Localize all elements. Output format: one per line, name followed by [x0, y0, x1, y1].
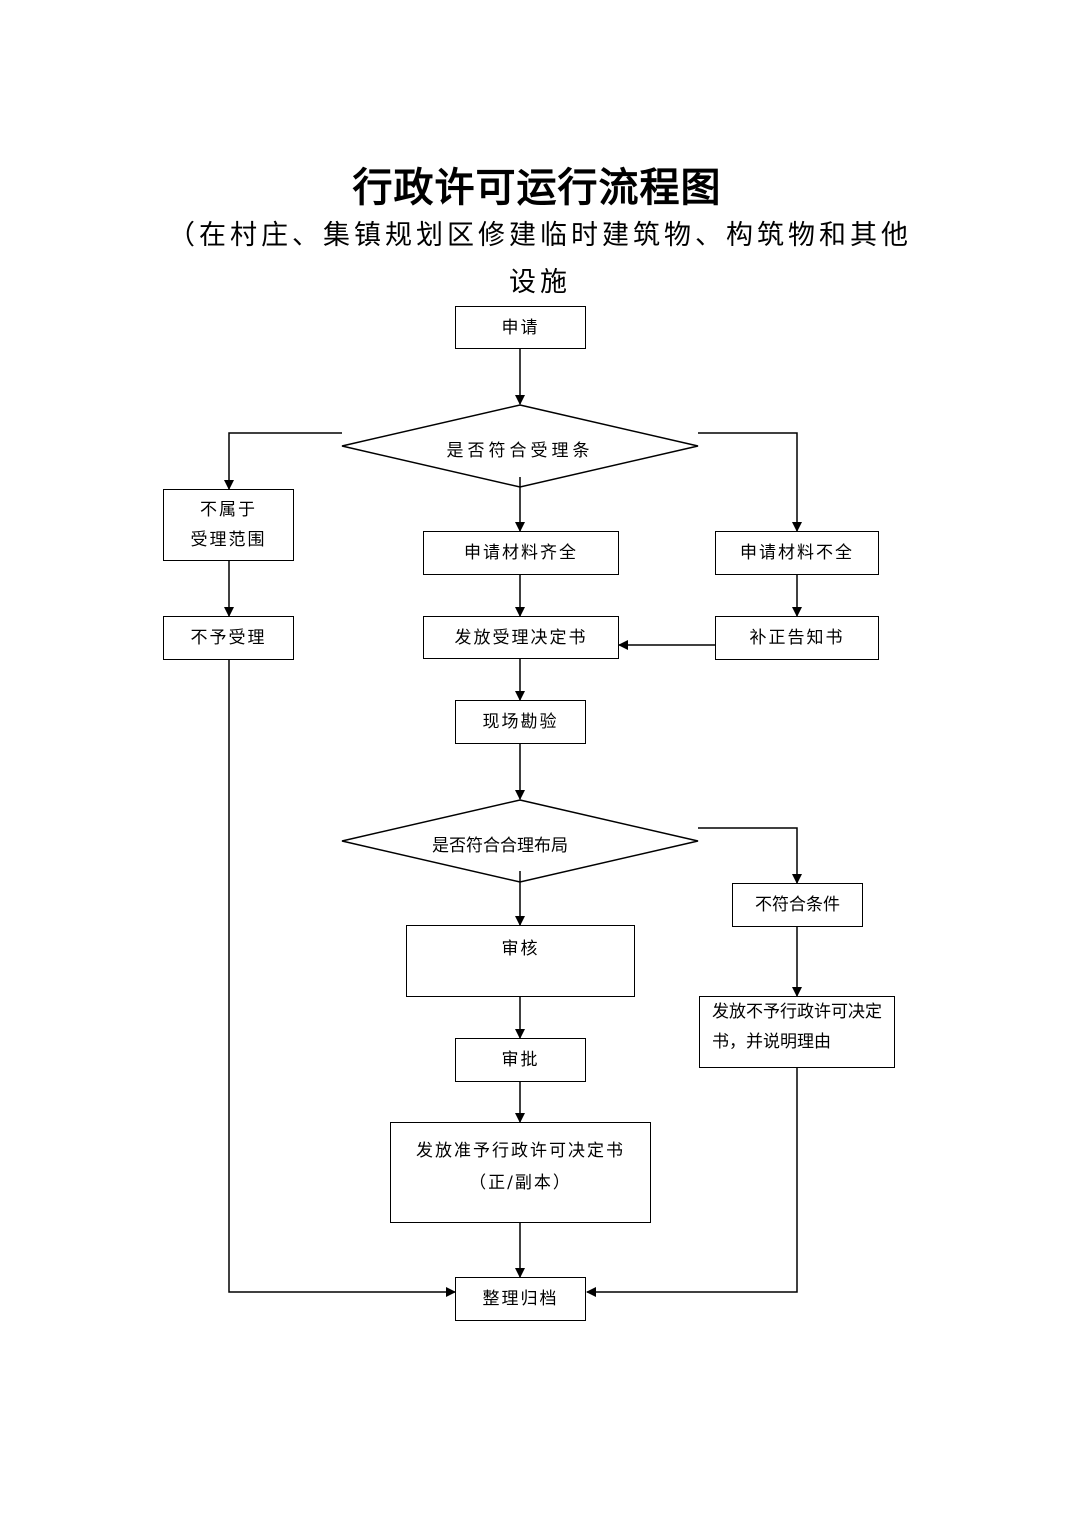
node-materials-complete: 申请材料齐全 [423, 531, 619, 575]
subtitle-line-1: （在村庄、集镇规划区修建临时建筑物、构筑物和其他设施 [168, 220, 912, 298]
node-review: 审核 [406, 925, 635, 997]
decision-accept-label: 是否符合受理条 [446, 441, 594, 461]
node-issue-permit: 发放准予行政许可决定书 （正/副本） [390, 1122, 651, 1223]
out-of-scope-line-1: 不属于 [200, 500, 257, 520]
issue-denial-line-1: 发放不予行政许可决定 [712, 1002, 882, 1022]
node-site-inspection: 现场勘验 [455, 700, 586, 744]
node-out-of-scope: 不属于 受理范围 [163, 489, 294, 561]
decision-layout-label: 是否符合合理布局 [432, 836, 568, 856]
arrow-decision-to-not-qualified [698, 827, 802, 884]
out-of-scope-line-2: 受理范围 [190, 530, 267, 550]
node-reject: 不予受理 [163, 616, 294, 660]
node-correction-notice: 补正告知书 [715, 616, 879, 660]
node-materials-incomplete: 申请材料不全 [715, 531, 879, 575]
arrow-denial-to-archive [586, 1067, 798, 1297]
issue-permit-line-1: 发放准予行政许可决定书 [416, 1141, 625, 1161]
node-apply: 申请 [455, 306, 586, 349]
issue-denial-line-2: 书，并说明理由 [712, 1032, 831, 1052]
node-issue-denial: 发放不予行政许可决定 书，并说明理由 [699, 996, 895, 1068]
node-approve: 审批 [455, 1038, 586, 1082]
arrow-decision-to-out-of-scope [224, 432, 342, 490]
page-title: 行政许可运行流程图 [352, 164, 722, 211]
arrow-reject-to-archive [228, 659, 456, 1297]
arrow-decision-to-incomplete [698, 432, 802, 532]
node-archive: 整理归档 [455, 1277, 586, 1321]
node-issue-acceptance: 发放受理决定书 [423, 616, 619, 659]
node-not-qualified: 不符合条件 [732, 883, 863, 927]
issue-permit-line-2: （正/副本） [469, 1173, 572, 1193]
